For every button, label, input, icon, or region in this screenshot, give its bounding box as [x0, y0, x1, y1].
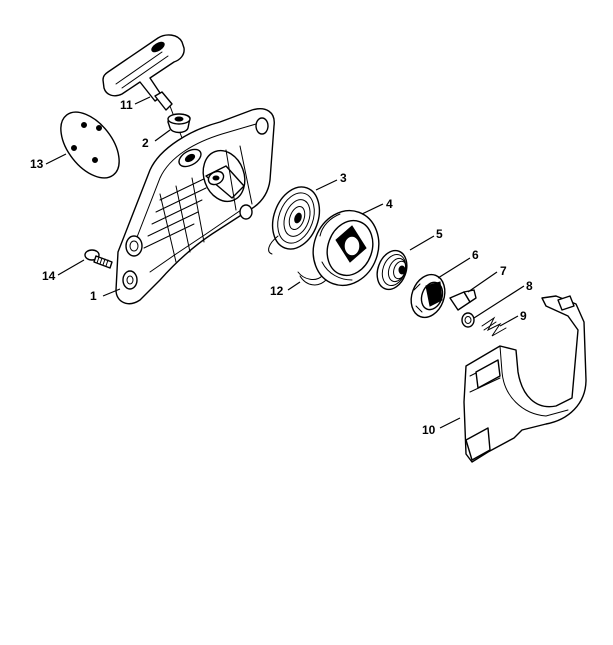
callout-7: 7: [500, 264, 507, 278]
part-10-fan-cover: [463, 295, 587, 463]
leader-1: [102, 288, 121, 297]
part-8-washer: [461, 312, 475, 328]
part-12-starter-rope: [297, 271, 327, 286]
leader-14: [57, 259, 85, 276]
leader-4: [361, 203, 384, 215]
callout-13: 13: [30, 157, 44, 171]
part-13-cover-plate: [60, 111, 120, 179]
callout-3: 3: [340, 171, 347, 185]
callout-6: 6: [472, 248, 479, 262]
leader-13: [45, 153, 67, 165]
callout-14: 14: [42, 269, 56, 283]
callout-labels: 1 2 3 4 5 6 7 8 9 10 11 12 13 14: [30, 98, 533, 437]
part-4-rope-rotor: [312, 209, 380, 287]
leader-3: [315, 179, 338, 191]
leader-2: [154, 129, 171, 142]
callout-8: 8: [526, 279, 533, 293]
leader-5: [409, 235, 435, 251]
callout-1: 1: [90, 289, 97, 303]
callout-10: 10: [422, 423, 436, 437]
callout-5: 5: [436, 227, 443, 241]
part-11-starter-grip: [102, 34, 185, 139]
part-9-spring-clip: [481, 316, 507, 337]
callout-11: 11: [120, 98, 133, 112]
part-7-pawl: [449, 289, 477, 311]
part-1-fan-housing: [115, 108, 275, 305]
part-3-rewind-spring: [268, 186, 321, 255]
leader-9: [499, 315, 519, 327]
part-5-coil-spring: [376, 249, 408, 291]
leader-6: [437, 257, 471, 279]
part-2-rope-guide-bushing: [167, 113, 191, 134]
part-6-ratchet: [410, 273, 446, 319]
part-14-screw: [84, 249, 113, 269]
leader-11: [134, 96, 151, 105]
leader-10: [439, 417, 461, 429]
leader-lines: [45, 96, 525, 429]
callout-12: 12: [270, 284, 284, 298]
leader-12: [287, 281, 301, 291]
callout-4: 4: [386, 197, 393, 211]
callout-2: 2: [142, 136, 149, 150]
leader-8: [473, 285, 525, 319]
leader-7: [467, 271, 498, 293]
callout-9: 9: [520, 309, 527, 323]
